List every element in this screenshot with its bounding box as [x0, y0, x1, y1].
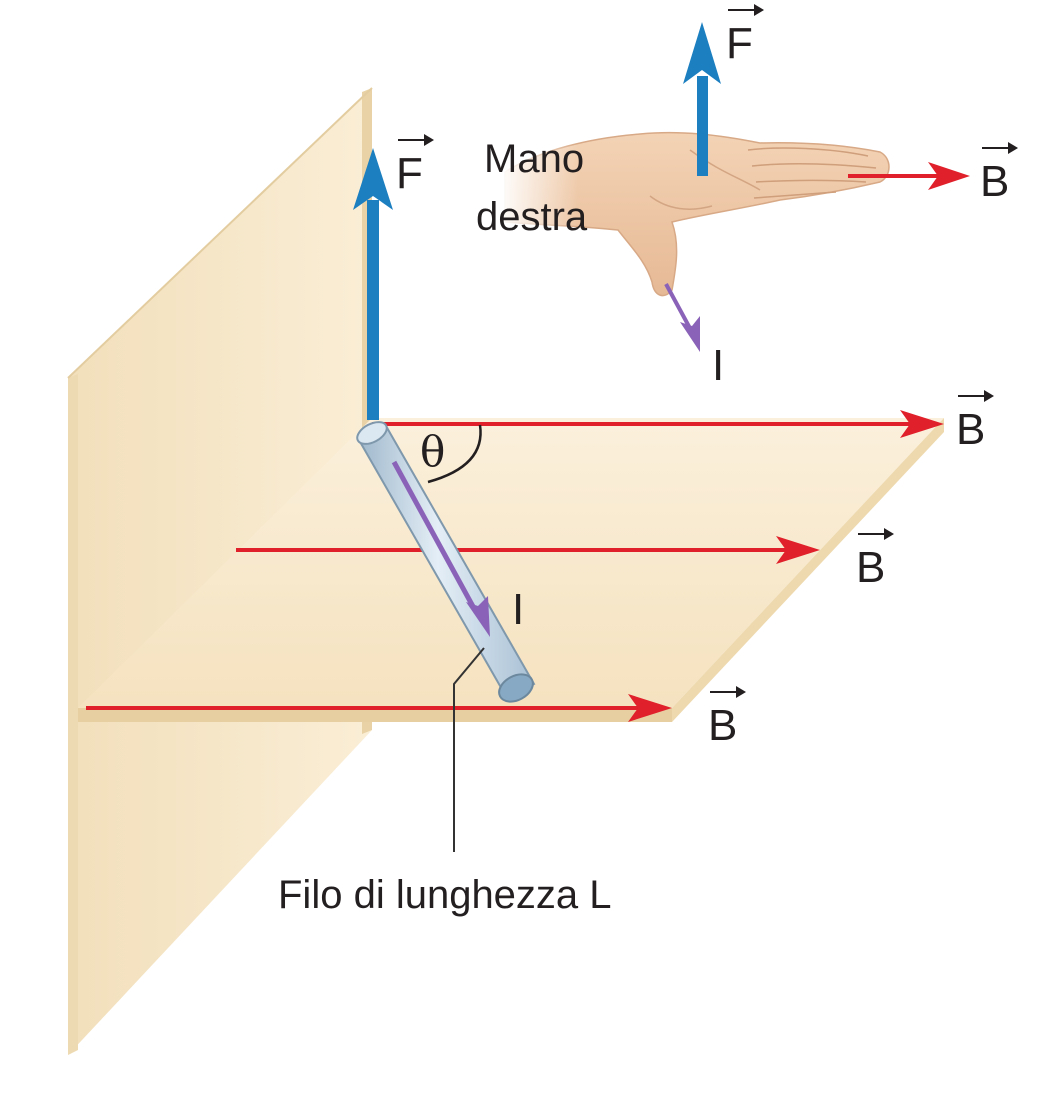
label-b-middle: B — [856, 528, 894, 592]
svg-text:B: B — [708, 701, 737, 750]
force-arrow — [353, 148, 393, 420]
label-b-top: B — [956, 390, 994, 454]
svg-text:B: B — [956, 405, 985, 454]
field-arrow-middle — [236, 536, 820, 564]
label-f-wire: F — [396, 134, 434, 198]
hand-label-line1: Mano — [484, 137, 584, 181]
label-b-bottom: B — [708, 686, 746, 750]
label-theta: θ — [420, 427, 445, 476]
svg-text:B: B — [856, 543, 885, 592]
svg-text:F: F — [726, 19, 753, 68]
label-f-hand: F — [726, 4, 764, 68]
hand-force-arrow — [683, 22, 721, 176]
label-i-hand: I — [712, 341, 724, 390]
hand-label-line2: destra — [476, 195, 588, 239]
right-hand-icon — [498, 131, 890, 297]
hand-field-arrow — [848, 162, 970, 190]
current-arrow-wire — [391, 460, 490, 637]
field-arrow-bottom — [86, 694, 672, 722]
theta-arc — [427, 424, 482, 484]
horizontal-plane — [78, 418, 944, 722]
svg-text:B: B — [980, 157, 1009, 206]
label-b-hand: B — [980, 142, 1018, 206]
hand-current-arrow — [664, 283, 700, 352]
svg-text:F: F — [396, 149, 423, 198]
wire-leader-line — [453, 647, 485, 852]
field-arrow-top — [372, 410, 944, 438]
label-i-wire: I — [512, 585, 524, 634]
wire-caption: Filo di lunghezza L — [278, 873, 612, 917]
